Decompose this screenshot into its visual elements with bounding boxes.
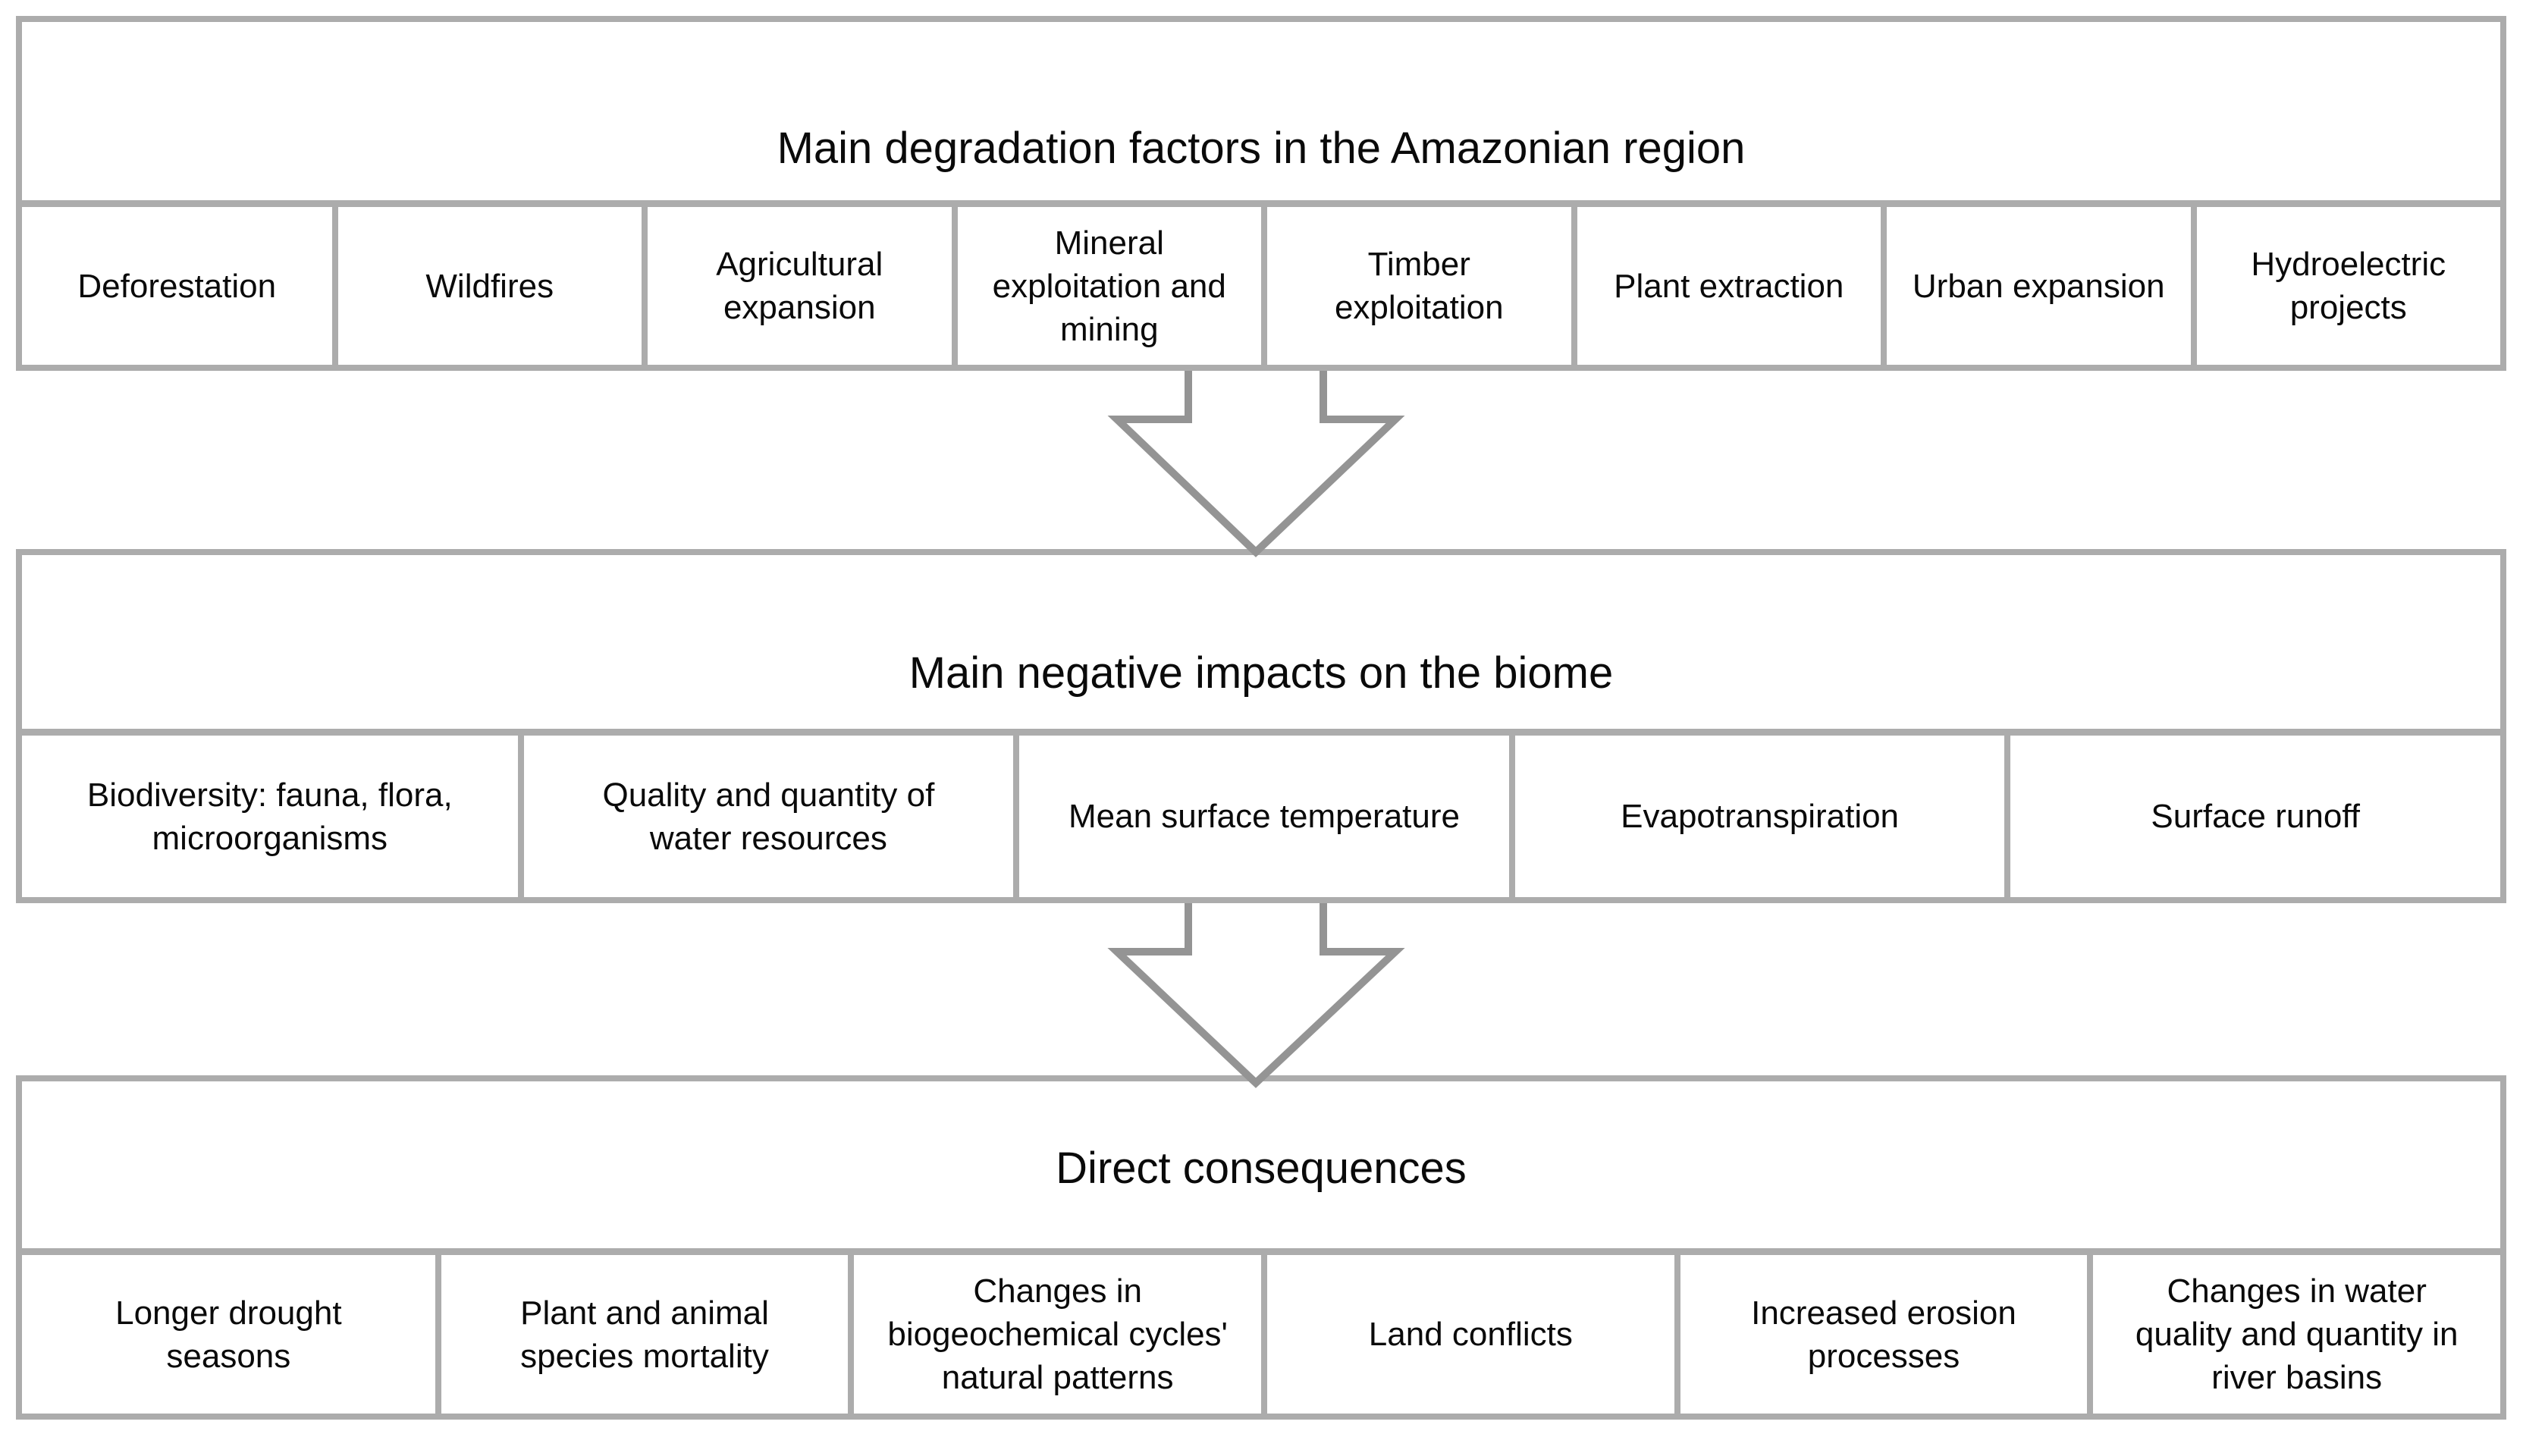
factor-cell-hydroelectric-projects: Hydroelectric projects	[2190, 207, 2501, 365]
factor-cell-timber-exploitation: Timber exploitation	[1261, 207, 1571, 365]
consequence-cell-species-mortality: Plant and animal species mortality	[435, 1255, 849, 1414]
negative-impacts-cells: Biodiversity: fauna, flora, microorganis…	[22, 736, 2500, 897]
degradation-factors-cells: Deforestation Wildfires Agricultural exp…	[22, 207, 2500, 365]
impact-cell-surface-temperature: Mean surface temperature	[1013, 736, 1509, 897]
factor-cell-urban-expansion: Urban expansion	[1881, 207, 2191, 365]
factor-cell-plant-extraction: Plant extraction	[1571, 207, 1881, 365]
impact-cell-evapotranspiration: Evapotranspiration	[1508, 736, 2005, 897]
impact-cell-surface-runoff: Surface runoff	[2004, 736, 2500, 897]
direct-consequences-table: Direct consequences Longer drought seaso…	[16, 1075, 2506, 1420]
down-arrow-icon	[1107, 371, 1405, 557]
consequence-cell-drought-seasons: Longer drought seasons	[115, 1294, 342, 1375]
consequence-cell-biogeochemical-cycles: Changes in biogeochemical cycles' natura…	[848, 1255, 1261, 1414]
factor-cell-deforestation: Deforestation	[77, 267, 277, 305]
direct-consequences-cells: Longer drought seasons Plant and animal …	[22, 1255, 2500, 1414]
negative-impacts-title: Main negative impacts on the biome	[22, 555, 2500, 736]
factor-cell-agricultural-expansion: Agricultural expansion	[642, 207, 952, 365]
consequence-cell-land-conflicts: Land conflicts	[1261, 1255, 1674, 1414]
consequence-cell-erosion-processes: Increased erosion processes	[1674, 1255, 2088, 1414]
impact-cell-biodiversity: Biodiversity: fauna, flora, microorganis…	[86, 776, 453, 857]
down-arrow-icon	[1107, 903, 1405, 1088]
degradation-factors-table: Main degradation factors in the Amazonia…	[16, 16, 2506, 371]
direct-consequences-title: Direct consequences	[22, 1081, 2500, 1255]
negative-impacts-table: Main negative impacts on the biome Biodi…	[16, 549, 2506, 903]
factor-cell-wildfires: Wildfires	[331, 207, 642, 365]
factor-cell-mineral-exploitation: Mineral exploitation and mining	[951, 207, 1262, 365]
consequence-cell-river-basins: Changes in water quality and quantity in…	[2087, 1255, 2500, 1414]
impact-cell-water-resources: Quality and quantity of water resources	[517, 736, 1014, 897]
degradation-factors-title: Main degradation factors in the Amazonia…	[22, 22, 2500, 207]
